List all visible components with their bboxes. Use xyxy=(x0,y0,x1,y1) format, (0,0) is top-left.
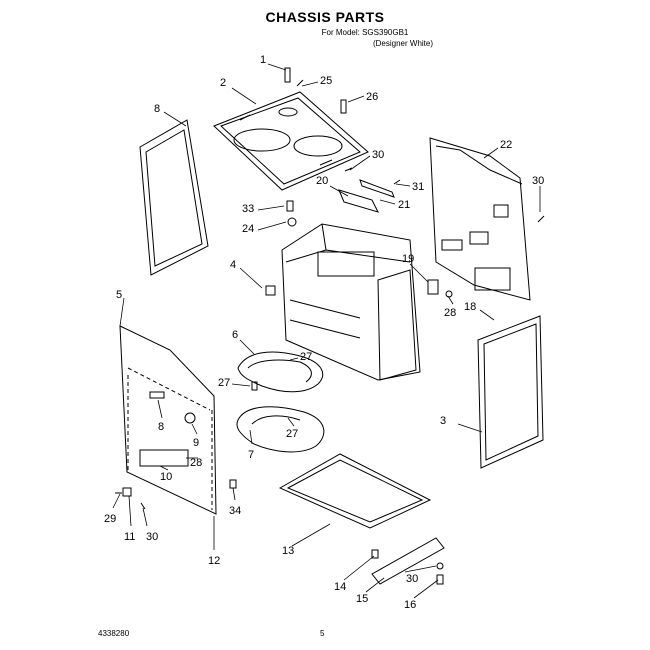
part-broil-element xyxy=(236,406,325,453)
part-left-side-panel xyxy=(139,119,209,276)
callout-2: 2 xyxy=(220,77,226,89)
callout-22: 22 xyxy=(500,139,512,151)
callout-30-lower: 30 xyxy=(406,573,418,585)
part-top-brackets xyxy=(338,167,401,213)
callout-10: 10 xyxy=(160,471,172,483)
part-4-fitting xyxy=(265,285,276,296)
part-small-hardware xyxy=(115,381,258,510)
part-19-28-bracket xyxy=(427,279,453,298)
part-cooktop-hardware xyxy=(284,67,347,114)
callout-18: 18 xyxy=(464,301,476,313)
callout-30-rear: 30 xyxy=(532,175,544,187)
callout-11: 11 xyxy=(124,531,135,543)
part-screws-33-24 xyxy=(286,200,297,227)
callout-16: 16 xyxy=(404,599,416,611)
callout-26: 26 xyxy=(366,91,378,103)
callout-28-front: 28 xyxy=(190,457,202,469)
callout-15: 15 xyxy=(356,593,368,605)
callout-12: 12 xyxy=(208,555,220,567)
part-oven-cavity xyxy=(281,223,421,381)
part-right-side-panel xyxy=(477,315,544,469)
callout-14: 14 xyxy=(334,581,346,593)
color-line: (Designer White) xyxy=(372,39,433,48)
model-line: For Model: SGS390GB1 xyxy=(321,28,409,37)
part-front-frame xyxy=(119,325,217,515)
part-lower-bracket xyxy=(371,537,445,585)
part-cooktop xyxy=(213,91,369,191)
callout-21: 21 xyxy=(398,199,410,211)
callout-31: 31 xyxy=(412,181,424,193)
callout-numbers: 1 2 25 26 8 30 20 31 21 22 30 33 24 4 19… xyxy=(104,54,544,611)
doc-number: 4338280 xyxy=(98,629,130,638)
callout-6: 6 xyxy=(232,329,238,341)
callout-leader-lines xyxy=(112,63,541,599)
callout-7: 7 xyxy=(248,449,254,461)
callout-29: 29 xyxy=(104,513,116,525)
callout-1: 1 xyxy=(260,54,266,66)
callout-19: 19 xyxy=(402,253,414,265)
callout-4: 4 xyxy=(230,259,236,271)
callout-3: 3 xyxy=(440,415,446,427)
diagram-title: CHASSIS PARTS xyxy=(265,9,385,25)
callout-30-top: 30 xyxy=(372,149,384,161)
callout-33: 33 xyxy=(242,203,254,215)
part-bake-element xyxy=(237,351,323,393)
callout-9: 9 xyxy=(193,437,199,449)
callout-8-front: 8 xyxy=(158,421,164,433)
callout-8-top: 8 xyxy=(154,103,160,115)
callout-5: 5 xyxy=(116,289,122,301)
callout-20: 20 xyxy=(316,175,328,187)
callout-27-lower: 27 xyxy=(286,428,298,440)
callout-27-left: 27 xyxy=(218,377,230,389)
part-rear-panel xyxy=(429,137,545,301)
callout-13: 13 xyxy=(282,545,294,557)
callout-30-front: 30 xyxy=(146,531,158,543)
callout-28-right: 28 xyxy=(444,307,456,319)
part-broiler-pan xyxy=(278,453,432,529)
page-number: 5 xyxy=(320,629,325,638)
callout-34: 34 xyxy=(229,505,241,517)
callout-27-upper: 27 xyxy=(300,351,312,363)
callout-25: 25 xyxy=(320,75,332,87)
callout-24: 24 xyxy=(242,223,254,235)
